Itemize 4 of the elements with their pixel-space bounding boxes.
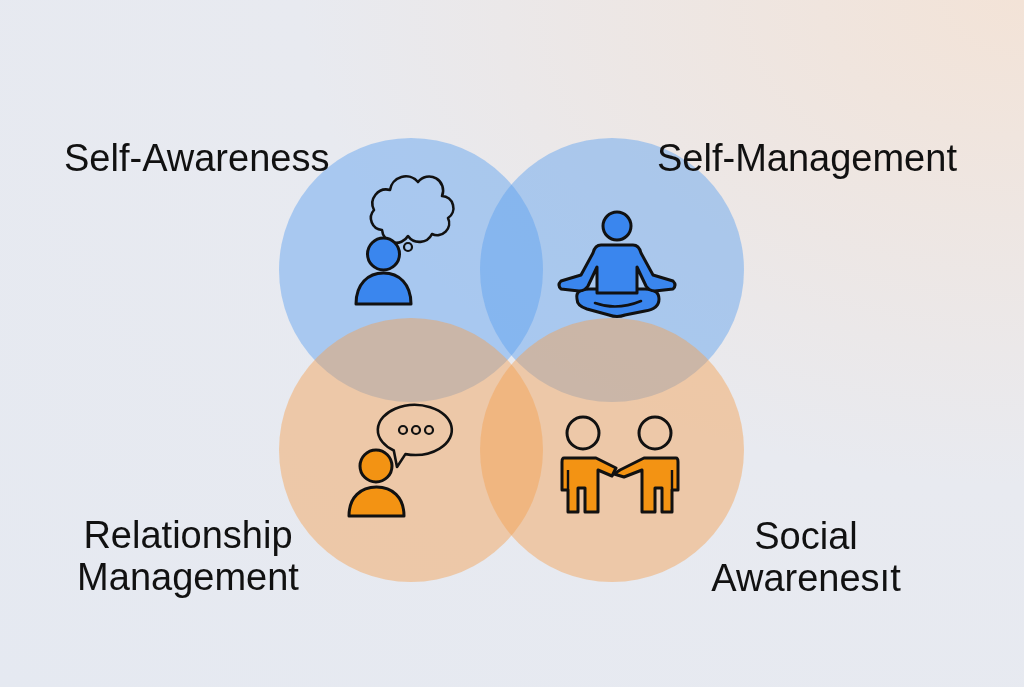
circle-label: Social Awarenesıt — [710, 516, 902, 600]
circle-label: Self-Awareness — [64, 138, 330, 180]
circle-label: Relationship Management — [76, 515, 300, 599]
circle-label: Self-Management — [657, 138, 957, 180]
